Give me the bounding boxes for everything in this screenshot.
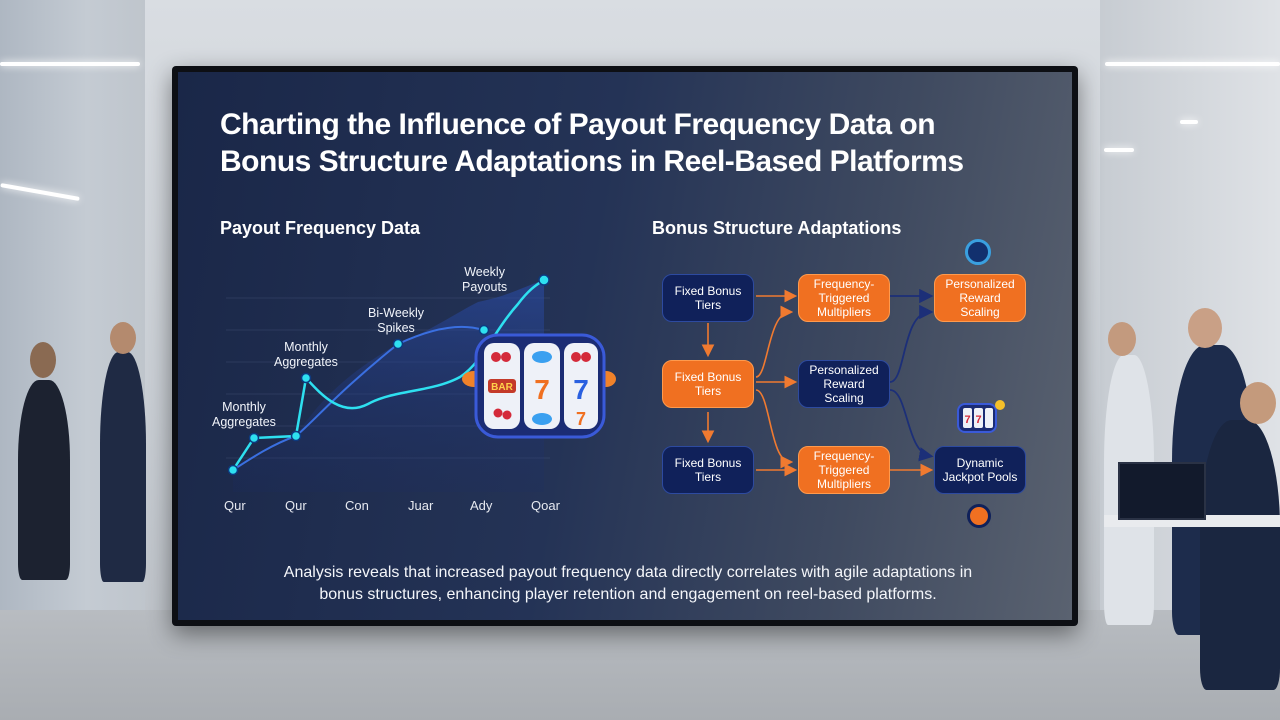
x-tick-label: Qur [285, 498, 307, 513]
chart-area-fill [233, 280, 544, 492]
svg-text:7: 7 [576, 409, 586, 429]
slide-caption-line-2: bonus structures, enhancing player reten… [319, 586, 937, 603]
svg-text:7: 7 [534, 374, 550, 405]
node-frequency-triggered-multipliers-bottom: Frequency-Triggered Multipliers [798, 446, 890, 494]
person-right-2-head [1188, 308, 1222, 348]
presentation-slide: Charting the Influence of Payout Frequen… [178, 72, 1072, 620]
person-left-woman-head [30, 342, 56, 378]
slide-title-line-2: Bonus Structure Adaptations in Reel-Base… [220, 145, 964, 178]
chart-point [290, 430, 302, 442]
person-right-seated [1200, 420, 1280, 690]
bonus-flow-arrows [701, 288, 934, 477]
chart-primary-line [231, 278, 545, 471]
x-tick-label: Juar [408, 498, 434, 513]
chart-point [248, 432, 260, 444]
slide-title: Charting the Influence of Payout Frequen… [220, 106, 1040, 180]
x-tick-label: Con [345, 498, 369, 513]
chart-secondary-line [232, 325, 484, 471]
chart-point [478, 324, 490, 336]
right-section-heading: Bonus Structure Adaptations [652, 218, 902, 238]
x-tick-label: Ady [470, 498, 493, 513]
person-right-seated-head [1240, 382, 1276, 424]
ceiling-light [0, 62, 140, 66]
payout-frequency-chart [226, 274, 550, 492]
node-fixed-bonus-tiers-top: Fixed Bonus Tiers [662, 274, 754, 322]
svg-text:7: 7 [964, 414, 970, 426]
node-frequency-triggered-multipliers-top: Frequency-Triggered Multipliers [798, 274, 890, 322]
person-left-man [100, 352, 146, 582]
laptop [1118, 462, 1206, 520]
left-section-heading: Payout Frequency Data [220, 218, 421, 238]
node-dynamic-jackpot-pools: Dynamic Jackpot Pools [934, 446, 1026, 494]
mini-slot-icon: 7 7 [957, 400, 1005, 433]
person-right-1-head [1108, 322, 1136, 356]
x-tick-label: Qoar [531, 498, 560, 513]
svg-text:BAR: BAR [491, 382, 513, 393]
slot-machine-icon: BAR 7 7 7 [462, 333, 616, 439]
chart-point [227, 464, 239, 476]
coin-icon [967, 504, 991, 528]
person-left-man-head [110, 322, 136, 354]
chart-point [392, 338, 404, 350]
svg-text:7: 7 [975, 414, 981, 426]
node-personalized-reward-scaling-top: Personalized Reward Scaling [934, 274, 1026, 322]
badge-icon [965, 239, 991, 265]
node-fixed-bonus-tiers-bottom: Fixed Bonus Tiers [662, 446, 754, 494]
wall-display: Charting the Influence of Payout Frequen… [172, 66, 1078, 626]
ceiling-light [1105, 62, 1280, 66]
slide-title-line-1: Charting the Influence of Payout Frequen… [220, 108, 936, 141]
node-fixed-bonus-tiers-middle: Fixed Bonus Tiers [662, 360, 754, 408]
x-tick-label: Qur [224, 498, 246, 513]
slide-caption-line-1: Analysis reveals that increased payout f… [283, 564, 973, 581]
ceiling-light [1180, 120, 1198, 124]
chart-point [300, 372, 312, 384]
office-floor [0, 610, 1280, 720]
person-left-woman [18, 380, 70, 580]
ceiling-light [1104, 148, 1134, 152]
chart-point [538, 274, 550, 286]
node-personalized-reward-scaling-middle: Personalized Reward Scaling [798, 360, 890, 408]
slide-caption: Analysis reveals that increased payout f… [238, 562, 1018, 606]
svg-text:7: 7 [573, 374, 589, 405]
